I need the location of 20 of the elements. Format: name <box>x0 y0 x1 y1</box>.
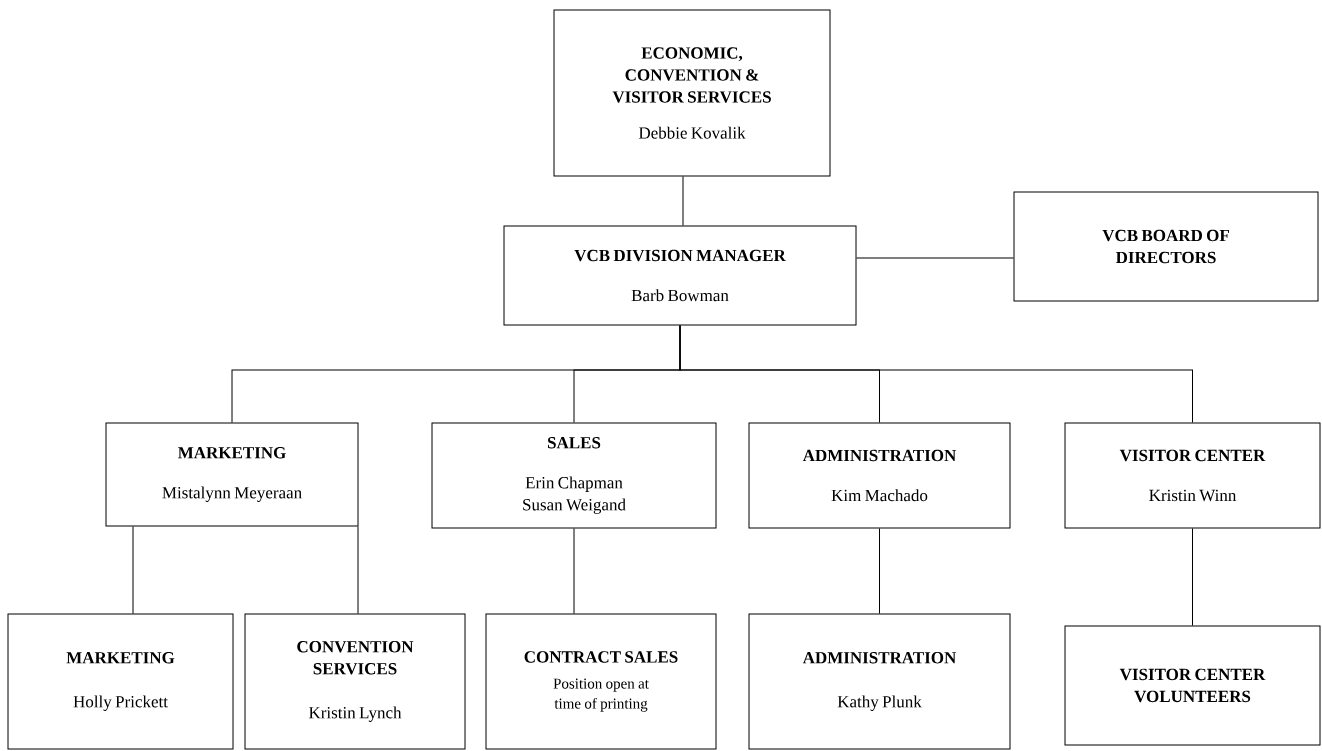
connector-line <box>679 325 1193 423</box>
org-box: VISITOR CENTER Kristin Winn <box>1064 422 1321 529</box>
connector-line <box>573 528 575 614</box>
org-box: VCB DIVISION MANAGER Barb Bowman <box>503 225 857 326</box>
connector-line <box>879 528 880 614</box>
org-box: ADMINISTRATION Kim Machado <box>748 422 1011 529</box>
org-box: CONTRACT SALES Position open at time of printing <box>485 613 717 750</box>
org-box: VCB BOARD OF DIRECTORS <box>1013 191 1319 302</box>
org-box: SALES Erin Chapman Susan Weigand <box>431 422 717 529</box>
connector-line <box>357 526 359 614</box>
org-box: VISITOR CENTER VOLUNTEERS <box>1064 625 1321 746</box>
connector-line <box>132 526 134 614</box>
org-box: ECONOMIC, CONVENTION & VISITOR SERVICES Debbie Kovalik <box>553 9 831 177</box>
org-box: MARKETING Holly Prickett <box>7 613 234 750</box>
org-box: MARKETING Mistalynn Meyeraan <box>105 422 359 527</box>
org-box: CONVENTION SERVICES Kristin Lynch <box>244 613 466 750</box>
connector-line <box>1192 528 1193 626</box>
connector-line <box>856 257 1014 259</box>
org-box: ADMINISTRATION Kathy Plunk <box>748 613 1011 750</box>
connector-line <box>682 176 684 226</box>
